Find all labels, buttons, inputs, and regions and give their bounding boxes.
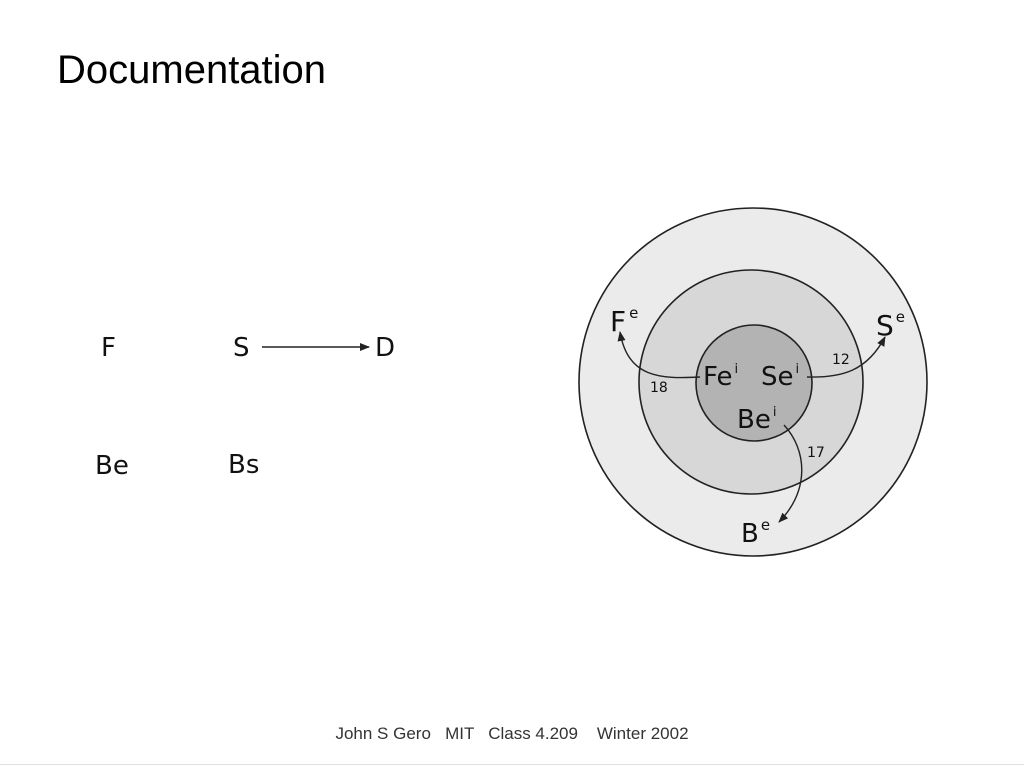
label-d: D xyxy=(375,333,396,363)
label-f: F xyxy=(101,333,116,363)
process-number-18: 18 xyxy=(650,380,668,396)
slide-title: Documentation xyxy=(57,48,327,92)
inner-circle xyxy=(695,324,813,442)
bottom-divider xyxy=(0,764,1024,765)
slide-footer: John S Gero MIT Class 4.209 Winter 2002 xyxy=(335,724,689,743)
label-bs: Bs xyxy=(228,450,260,480)
process-number-12: 12 xyxy=(832,352,850,368)
process-number-17: 17 xyxy=(807,445,825,461)
arrow-fei-to-fe xyxy=(617,331,701,379)
arrow-bei-to-be xyxy=(778,424,803,523)
label-be: Be xyxy=(95,451,129,481)
label-s: S xyxy=(233,333,250,363)
arrow-sei-to-se xyxy=(806,336,886,378)
